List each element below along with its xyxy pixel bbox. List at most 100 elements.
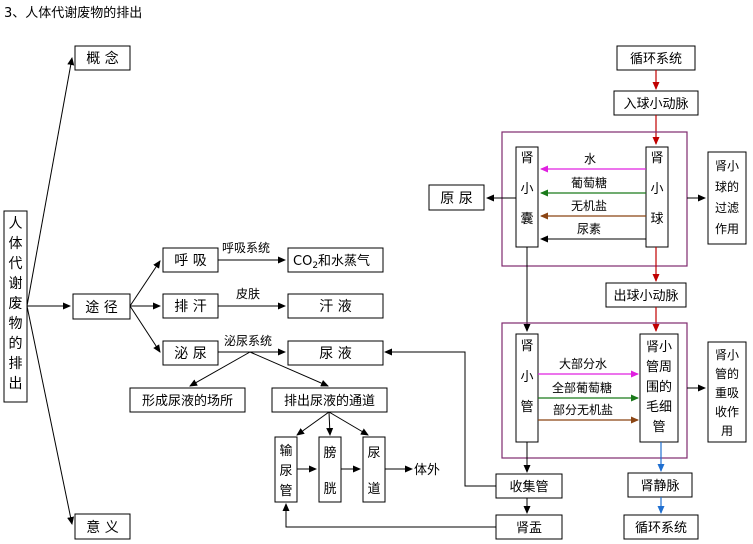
ureter-char: 尿 (279, 464, 292, 479)
capillary-text: 毛细 (646, 400, 672, 415)
co2-box: CO2和水蒸气 (287, 247, 384, 273)
reabsorption-text: 收作 (715, 405, 739, 419)
filtration-text: 过滤 (715, 201, 739, 215)
branch-arrow (129, 305, 161, 353)
filtration-text: 作用 (715, 222, 739, 236)
diagram-title: 3、人体代谢废物的排出 (4, 5, 142, 21)
pathway-label: 途 径 (85, 299, 117, 316)
reabsorbed-glucose: 全部葡萄糖 (552, 380, 612, 395)
urethra-box: 尿 道 (362, 436, 386, 503)
ureter-box: 输 尿 管 (274, 436, 298, 503)
arrow (328, 411, 369, 436)
circulatory-top-label: 循环系统 (630, 52, 682, 67)
ureter-char: 输 (279, 443, 292, 459)
capillary-text: 围的 (646, 379, 672, 395)
glomerulus-box: 肾 小 球 (645, 146, 669, 248)
glomerulus-char: 球 (650, 212, 663, 227)
significance-label: 意 义 (86, 519, 118, 536)
filtration-frame (501, 131, 688, 267)
reabsorbed-water: 大部分水 (559, 356, 607, 371)
pathway-box: 途 径 (72, 293, 131, 320)
formation-site-label: 形成尿液的场所 (142, 393, 233, 409)
bladder-char: 膀 (323, 445, 336, 461)
arrow (249, 351, 329, 387)
reabsorption-text: 用 (721, 424, 733, 438)
filtered-salt: 无机盐 (571, 199, 607, 213)
filtration-box: 肾小 球的 过滤 作用 (707, 151, 747, 245)
sweat-label: 汗 液 (319, 299, 351, 315)
arrow (326, 411, 334, 436)
sweat-box: 汗 液 (287, 293, 384, 319)
root-char: 废 (9, 296, 23, 312)
excretion-passage-label: 排出尿液的通道 (284, 393, 375, 409)
urination-via-label: 泌尿系统 (224, 334, 272, 348)
urethra-char: 尿 (367, 446, 380, 461)
primary-urine-box: 原 尿 (428, 184, 485, 211)
glomerulus-char: 肾 (650, 151, 663, 166)
concept-label: 概 念 (86, 50, 118, 67)
capillary-text: 肾小 (646, 340, 672, 355)
ureter-char: 管 (279, 484, 292, 499)
capsule-char: 小 (520, 182, 533, 197)
reabsorption-box: 肾小 管的 重吸 收作 用 (707, 341, 747, 443)
urine-label: 尿 液 (319, 346, 351, 362)
branch-arrow (129, 260, 161, 307)
renal-pelvis-box: 肾盂 (495, 514, 563, 540)
tubule-box: 肾 小 管 (515, 333, 539, 443)
capsule-char: 肾 (520, 151, 533, 166)
breathing-via-label: 呼吸系统 (222, 241, 270, 255)
arrow (384, 348, 496, 487)
branch-arrow (26, 57, 75, 307)
reabsorption-text: 管的 (715, 366, 739, 381)
filtered-urea: 尿素 (577, 222, 601, 236)
sweating-label: 排 汗 (174, 299, 206, 315)
root-char: 人 (9, 216, 23, 232)
tubule-char: 管 (520, 400, 533, 415)
arrow (282, 503, 496, 528)
bladder-char: 胱 (323, 482, 336, 497)
sweating-box: 排 汗 (162, 293, 219, 319)
renal-pelvis-label: 肾盂 (516, 521, 542, 536)
filtration-text: 球的 (715, 179, 739, 194)
circulatory-top-box: 循环系统 (616, 45, 696, 71)
efferent-box: 出球小动脉 (605, 282, 687, 308)
efferent-label: 出球小动脉 (613, 289, 678, 304)
reabsorption-frame (501, 322, 688, 459)
collecting-duct-box: 收集管 (495, 473, 563, 499)
root-char: 出 (9, 376, 23, 392)
collecting-duct-label: 收集管 (509, 479, 548, 495)
breathing-label: 呼 吸 (174, 253, 206, 269)
co2-label: CO2和水蒸气 (293, 253, 370, 271)
root-char: 代 (9, 256, 23, 272)
filtered-water: 水 (584, 152, 596, 166)
renal-vein-label: 肾静脉 (640, 479, 679, 494)
filtration-text: 肾小 (715, 159, 739, 173)
capillary-box: 肾小 管周 围的 毛细 管 (639, 333, 679, 443)
significance-box: 意 义 (74, 513, 131, 540)
excretion-passage-box: 排出尿液的通道 (271, 387, 388, 413)
breathing-box: 呼 吸 (162, 247, 219, 273)
reabsorbed-salt: 部分无机盐 (553, 402, 613, 417)
tubule-char: 小 (520, 370, 533, 385)
capsule-char: 囊 (520, 211, 533, 227)
afferent-box: 入球小动脉 (613, 90, 699, 116)
outside-label: 体外 (414, 463, 440, 478)
primary-urine-label: 原 尿 (440, 191, 472, 207)
bladder-box: 膀 胱 (318, 436, 342, 503)
glomerulus-char: 小 (650, 182, 663, 197)
capillary-text: 管 (652, 420, 665, 435)
reabsorption-text: 肾小 (715, 348, 739, 362)
urethra-char: 道 (367, 482, 380, 497)
renal-vein-box: 肾静脉 (627, 472, 693, 498)
urination-label: 泌 尿 (174, 346, 206, 362)
urination-box: 泌 尿 (162, 340, 219, 366)
urine-box: 尿 液 (287, 340, 384, 366)
arrow (296, 411, 330, 436)
root-char: 谢 (9, 276, 23, 292)
sweating-via-label: 皮肤 (236, 286, 260, 301)
formation-site-box: 形成尿液的场所 (129, 387, 246, 413)
capsule-box: 肾 小 囊 (515, 146, 539, 248)
tubule-char: 肾 (520, 339, 533, 354)
root-char: 的 (9, 336, 23, 352)
